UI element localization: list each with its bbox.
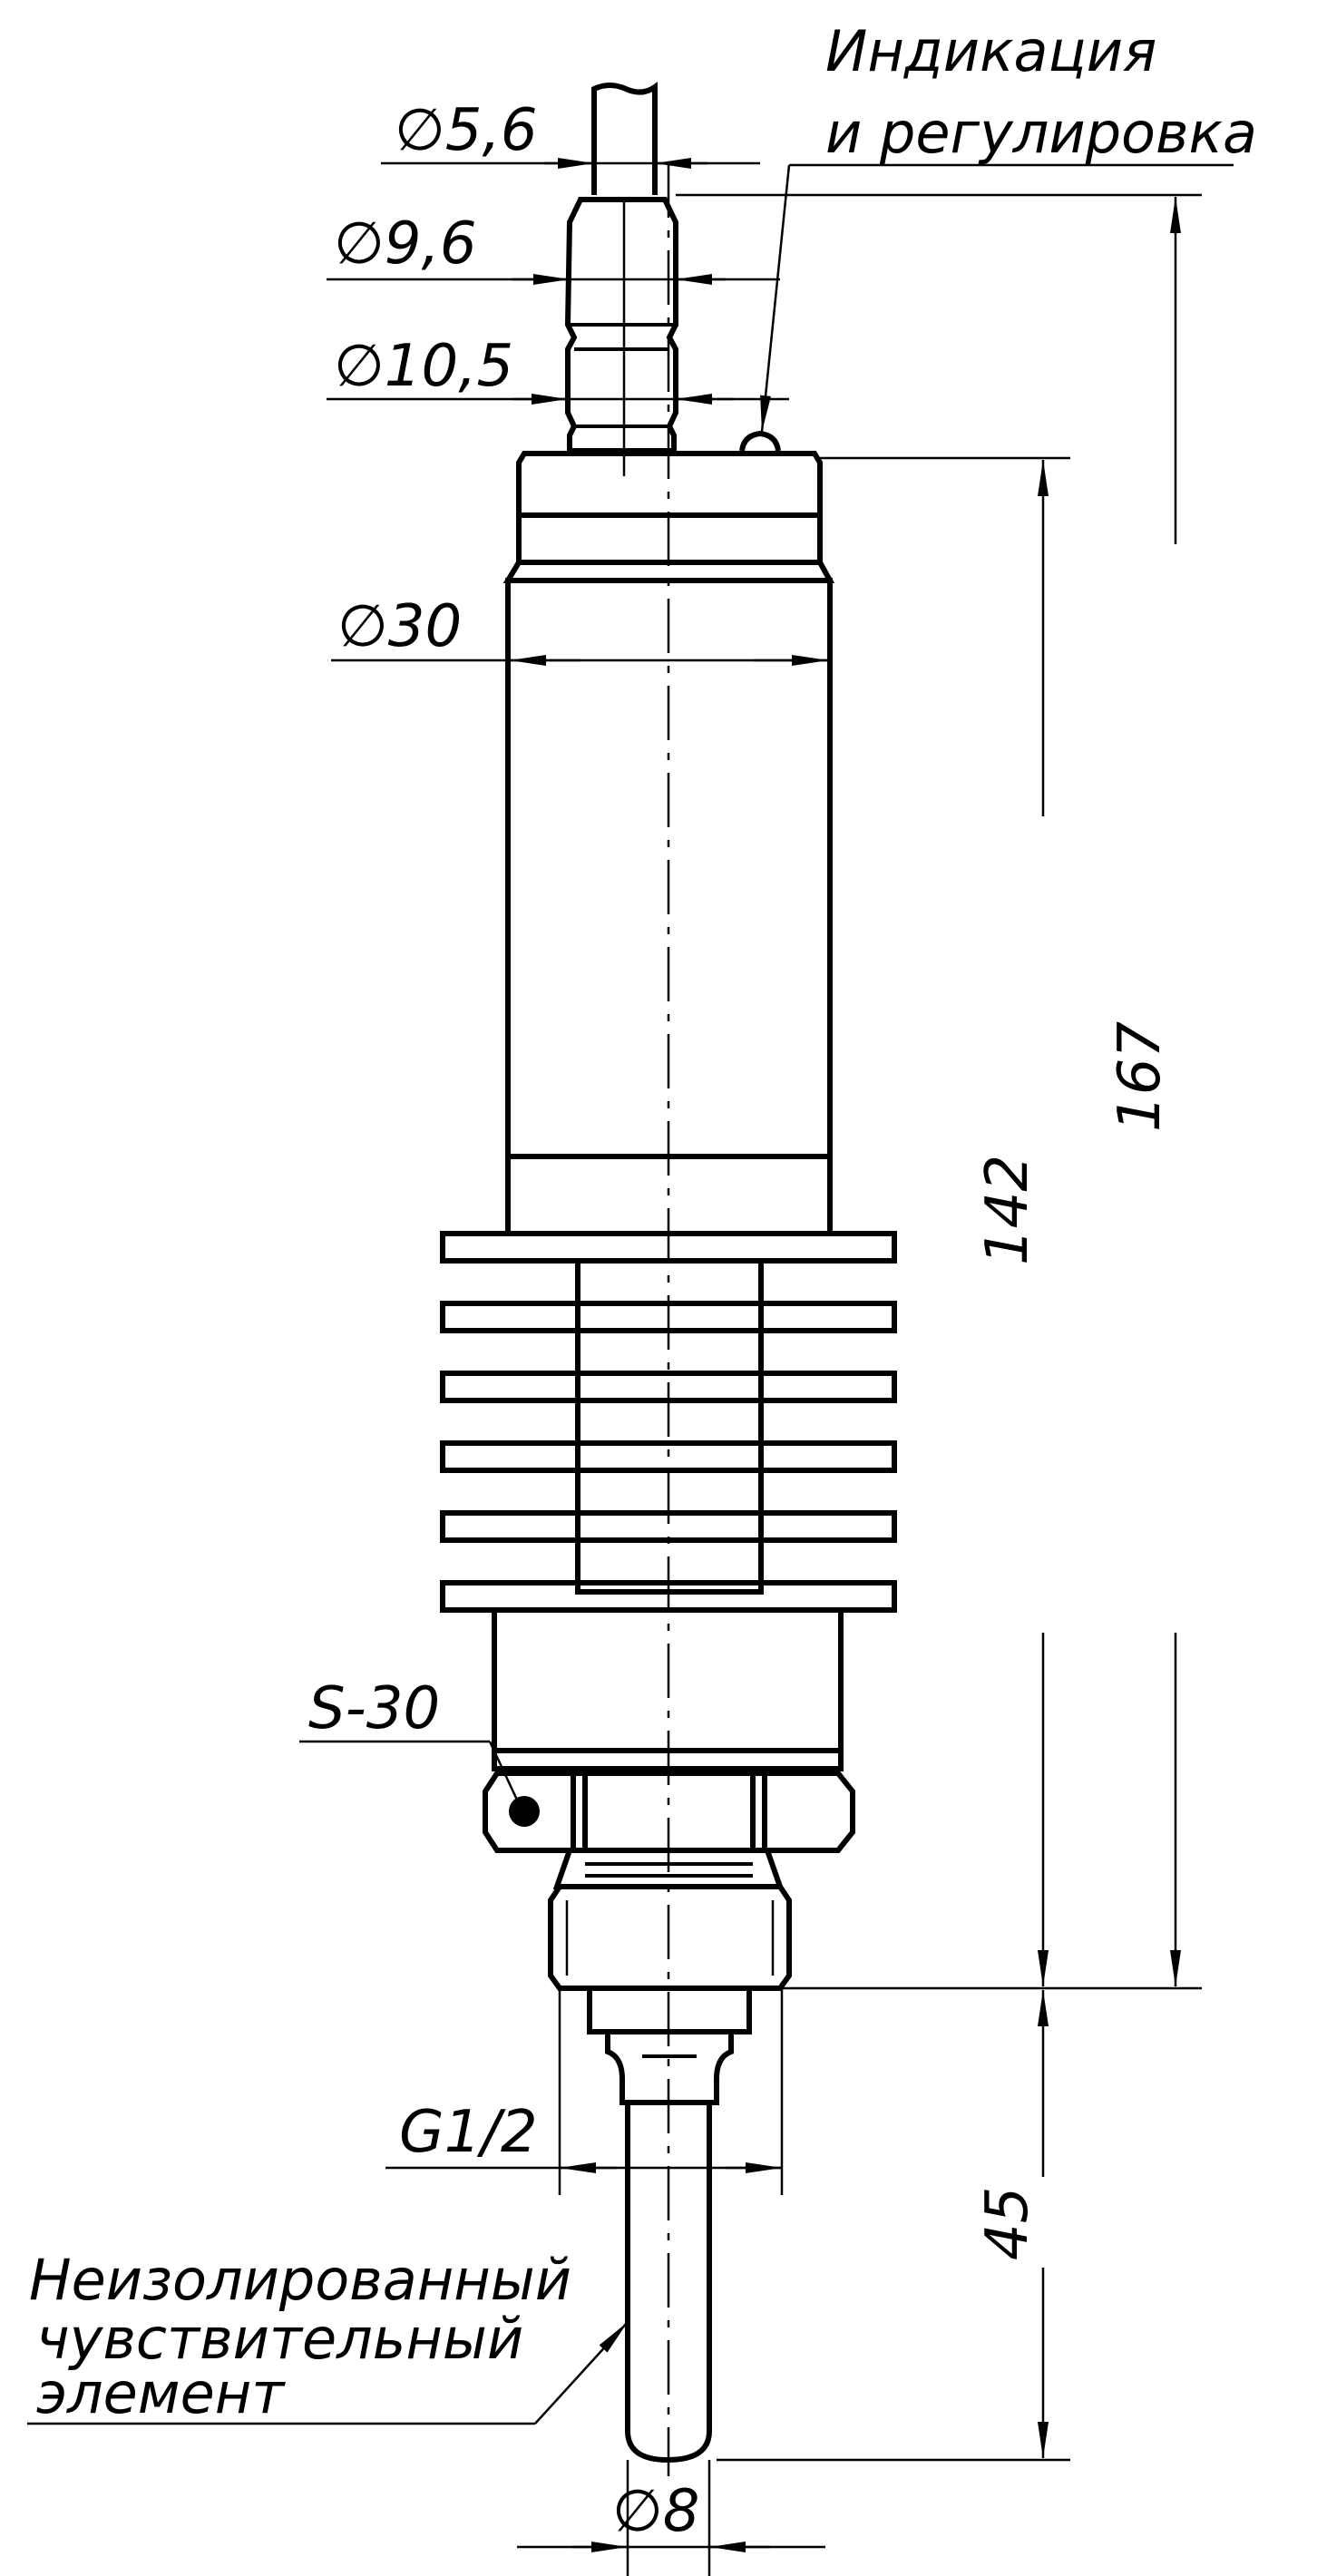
dim-probe-label: ∅8 — [612, 2478, 699, 2545]
cable — [591, 82, 658, 195]
probe-collar — [587, 1986, 752, 2105]
dim-gland-base-label: ∅10,5 — [334, 333, 513, 400]
fin-4 — [440, 1440, 897, 1473]
sensor-line1: Неизолированный — [29, 2247, 571, 2313]
callout-indication — [760, 163, 1234, 433]
fin-1 — [440, 1231, 897, 1264]
dim-total-length — [676, 193, 1202, 1990]
wrench-label: S-30 — [308, 1675, 440, 1742]
dim-probe — [517, 2460, 825, 2576]
dim-cable-label: ∅5,6 — [395, 97, 538, 164]
adapter-body — [492, 1607, 844, 1771]
fin-3 — [440, 1371, 897, 1403]
thread-g1-2 — [548, 1884, 792, 1991]
probe — [625, 2103, 712, 2464]
sensor-line3: элемент — [36, 2360, 286, 2426]
housing-cap — [502, 451, 835, 583]
indication-line1: Индикация — [825, 18, 1156, 84]
dim-body-length-label: 142 — [974, 1155, 1041, 1265]
sensor-line2: чувствительный — [36, 2306, 523, 2372]
callout-wrench — [299, 1740, 523, 1810]
dim-thread-label: G1/2 — [399, 2099, 538, 2166]
cable-gland — [564, 197, 678, 476]
dim-gland-label: ∅9,6 — [334, 210, 477, 278]
dim-probe-length — [717, 1990, 1070, 2462]
dim-total-length-label: 167 — [1107, 1021, 1174, 1132]
wrench-flat-dot — [509, 1796, 540, 1827]
dim-thread — [385, 1988, 784, 2195]
fin-5 — [440, 1510, 897, 1543]
indication-line2: и регулировка — [825, 100, 1257, 166]
dim-body-length — [820, 456, 1070, 1986]
cooling-fins — [440, 1231, 897, 1613]
dim-probe-length-label: 45 — [974, 2187, 1041, 2260]
callout-sensor — [27, 2321, 629, 2425]
adjustment-button — [739, 430, 781, 452]
fin-2 — [440, 1301, 897, 1333]
hex-nut — [483, 1771, 855, 1853]
dim-body-label: ∅30 — [337, 593, 462, 660]
